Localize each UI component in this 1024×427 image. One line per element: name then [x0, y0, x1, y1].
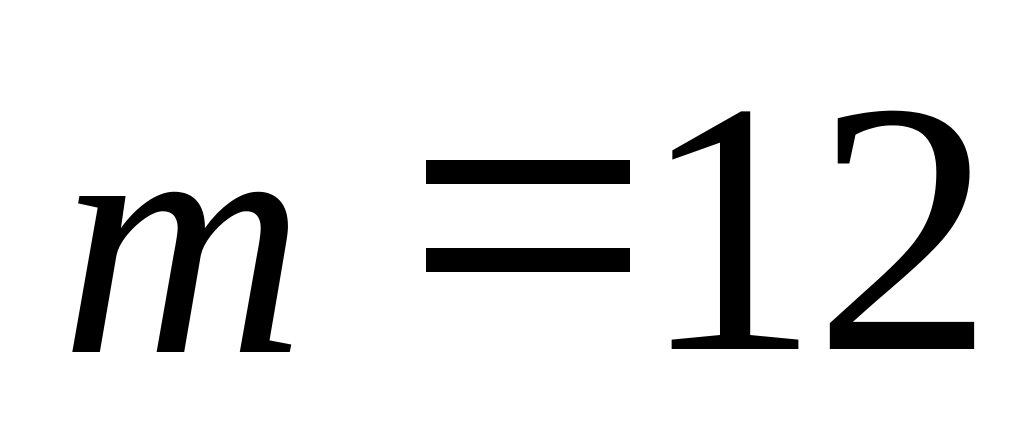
equals-bar-top [426, 160, 630, 184]
equation-variable: m [60, 49, 306, 426]
equals-bar-bottom [426, 248, 630, 272]
equation-value: 12 [640, 28, 994, 427]
equation: m 12 [60, 28, 994, 427]
